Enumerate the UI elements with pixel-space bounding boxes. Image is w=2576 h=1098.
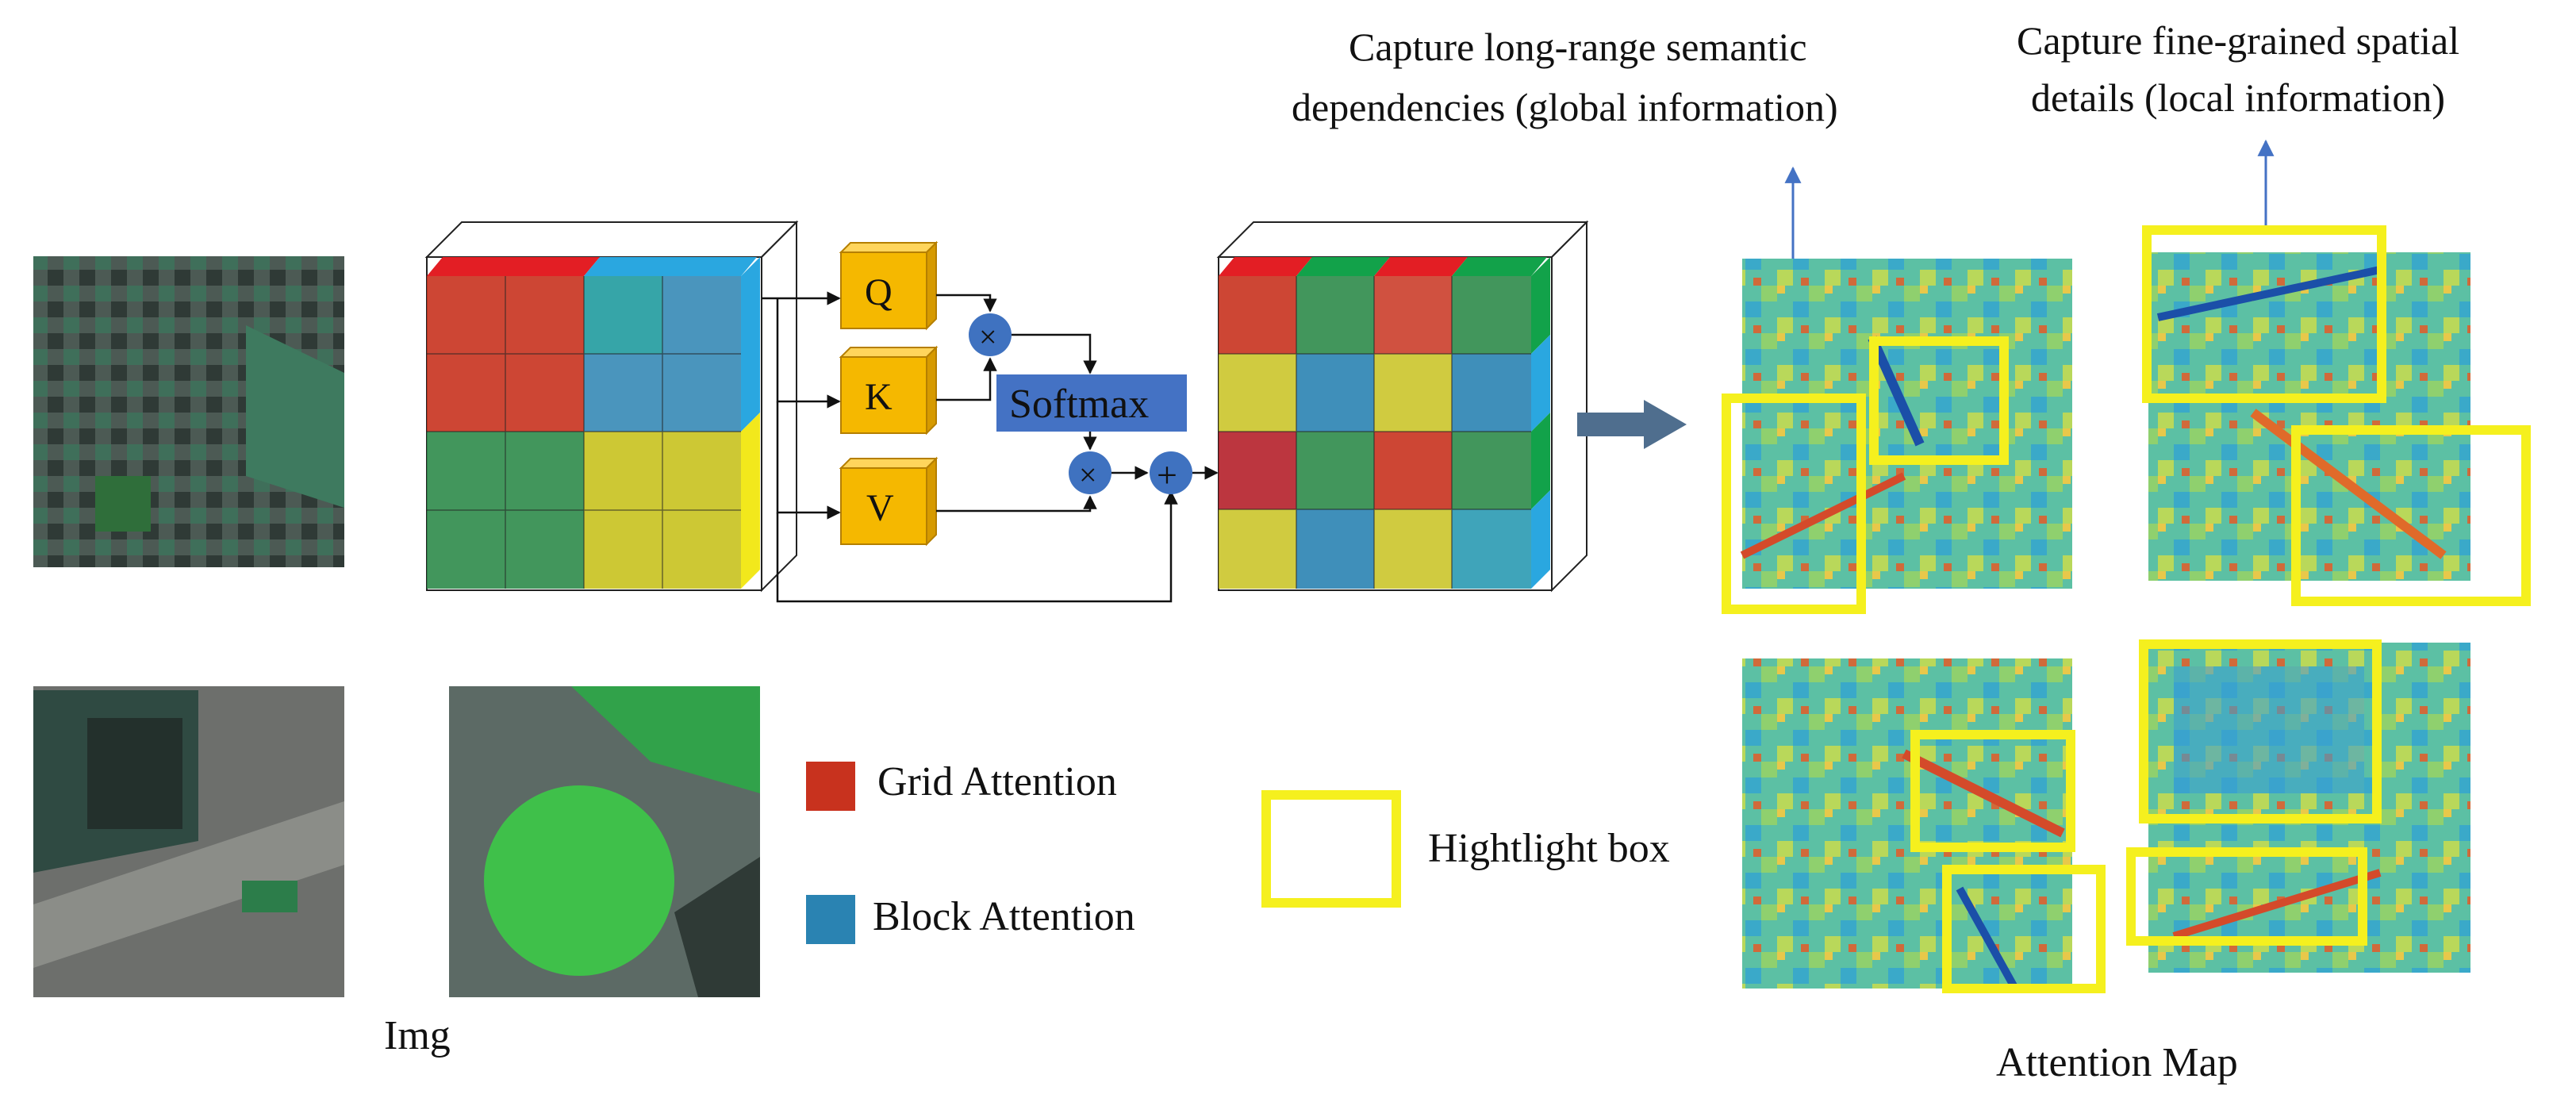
input-photo-1 <box>33 256 344 567</box>
k-label: K <box>865 376 893 418</box>
multiply-op-1-symbol: × <box>979 319 997 355</box>
multiply-op-2-symbol: × <box>1079 457 1097 493</box>
legend-grid: Grid Attention <box>806 759 1117 811</box>
attention-map-1 <box>1740 259 2072 589</box>
input-to-qkv-arrows <box>762 291 1178 603</box>
add-op: + <box>1150 451 1192 495</box>
input-photo-2 <box>33 686 344 997</box>
add-op-symbol: + <box>1157 455 1177 495</box>
multiply-op-2: × <box>1069 451 1111 494</box>
k-block: K <box>839 345 939 436</box>
highlight-boxes <box>1722 225 2531 993</box>
v-block: V <box>839 456 939 547</box>
img-label: Img <box>384 1013 451 1058</box>
q-label: Q <box>865 271 893 313</box>
softmax-box: Softmax <box>996 374 1187 432</box>
local-caption-line2: details (local information) <box>2031 75 2445 120</box>
legend-highlight-label: Hightlight box <box>1428 826 1670 871</box>
big-arrow <box>1577 400 1687 449</box>
legend-highlight: Hightlight box <box>1261 790 1670 908</box>
local-caption-line1: Capture fine-grained spatial <box>2017 18 2459 63</box>
legend-grid-label: Grid Attention <box>877 759 1117 804</box>
global-caption-line1: Capture long-range semantic <box>1349 25 1807 69</box>
attention-map-4 <box>2148 643 2470 973</box>
multiply-op-1: × <box>969 313 1012 356</box>
op-arrows <box>936 294 1219 513</box>
output-feature-cube <box>1216 220 1589 593</box>
softmax-label: Softmax <box>1009 382 1149 427</box>
input-feature-cube <box>424 220 799 593</box>
attention-map-2 <box>2148 252 2470 581</box>
q-block: Q <box>839 240 939 331</box>
legend-block-label: Block Attention <box>873 894 1135 939</box>
attention-map-label: Attention Map <box>1996 1040 2238 1085</box>
legend-block: Block Attention <box>806 894 1135 944</box>
attention-map-3 <box>1742 658 2072 991</box>
global-caption-line2: dependencies (global information) <box>1292 85 1838 129</box>
v-label: V <box>866 487 894 529</box>
input-photo-3 <box>449 686 760 997</box>
